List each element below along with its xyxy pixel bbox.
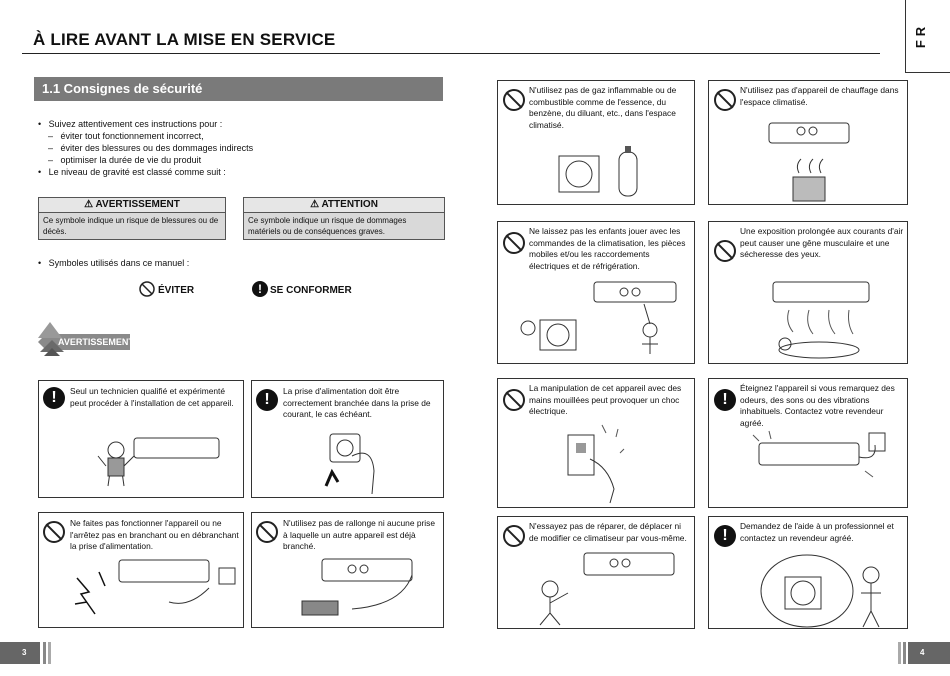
unplug-unit-illustration-icon xyxy=(749,430,899,501)
avoid-icon xyxy=(714,89,736,111)
intro-sub-3: – optimiser la durée de vie du produit xyxy=(48,155,202,165)
card-text: N'utilisez pas de gaz inflammable ou de … xyxy=(529,85,677,130)
safety-card-no-flammable-gas: N'utilisez pas de gaz inflammable ou de … xyxy=(497,80,695,205)
avoid-icon xyxy=(256,521,278,543)
intro-sub-2: – éviter des blessures ou des dommages i… xyxy=(48,143,254,153)
spark-plug-illustration-icon xyxy=(69,558,239,626)
sleeping-person-illustration-icon xyxy=(749,280,899,362)
title-rule xyxy=(22,53,880,54)
footer-stripe xyxy=(48,642,51,664)
wet-hand-switch-illustration-icon xyxy=(538,419,648,505)
warning-triangle-icon: ⚠ xyxy=(84,199,94,210)
comply-icon: ! xyxy=(256,389,278,411)
card-text: Ne laissez pas les enfants jouer avec le… xyxy=(529,226,686,271)
safety-card-unusual-noise: ! Éteignez l'appareil si vous remarquez … xyxy=(708,378,908,508)
caution-box-text: Ce symbole indique un risque de dommages… xyxy=(248,216,407,236)
safety-card-no-self-repair: N'essayez pas de réparer, de déplacer ni… xyxy=(497,516,695,629)
comply-symbol-label: SE CONFORMER xyxy=(270,285,352,296)
plug-outlet-illustration-icon xyxy=(312,426,392,496)
card-text: Éteignez l'appareil si vous remarquez de… xyxy=(740,383,895,428)
warning-box: ⚠ AVERTISSEMENT Ce symbole indique un ri… xyxy=(38,197,226,240)
avoid-icon xyxy=(503,525,525,547)
footer-stripe xyxy=(903,642,906,664)
safety-card-no-heater: N'utilisez pas d'appareil de chauffage d… xyxy=(708,80,908,205)
safety-card-no-extension: N'utilisez pas de rallonge ni aucune pri… xyxy=(251,512,444,628)
page-number-left: 3 xyxy=(0,642,40,664)
intro-bullet-1: • Suivez attentivement ces instructions … xyxy=(38,119,223,129)
card-text: La prise d'alimentation doit être correc… xyxy=(283,386,431,419)
extension-cord-illustration-icon xyxy=(292,555,422,625)
technician-illustration-icon xyxy=(94,426,224,496)
card-text: N'utilisez pas de rallonge ni aucune pri… xyxy=(283,518,435,551)
avoid-symbol-icon xyxy=(139,281,155,297)
card-text: Ne faites pas fonctionner l'appareil ou … xyxy=(70,518,239,551)
caution-box-title: ⚠ ATTENTION xyxy=(244,198,444,213)
safety-card-no-plug-switching: Ne faites pas fonctionner l'appareil ou … xyxy=(38,512,244,628)
comply-symbol-icon: ! xyxy=(252,281,268,297)
avoid-icon xyxy=(714,240,736,262)
avoid-icon xyxy=(503,389,525,411)
warning-box-text: Ce symbole indique un risque de blessure… xyxy=(43,216,219,236)
language-tab xyxy=(905,0,950,73)
safety-card-children: Ne laissez pas les enfants jouer avec le… xyxy=(497,221,695,364)
safety-card-ask-professional: ! Demandez de l'aide à un professionnel … xyxy=(708,516,908,629)
comply-icon: ! xyxy=(714,389,736,411)
intro-bullet-2: • Le niveau de gravité est classé comme … xyxy=(38,167,226,177)
card-text: N'essayez pas de réparer, de déplacer ni… xyxy=(529,521,687,543)
caution-triangle-icon: ⚠ xyxy=(310,199,320,210)
professional-technician-illustration-icon xyxy=(757,553,887,629)
intro-sub-1: – éviter tout fonctionnement incorrect, xyxy=(48,131,204,141)
safety-card-air-exposure: Une exposition prolongée aux courants d'… xyxy=(708,221,908,364)
page-number-right: 4 xyxy=(908,642,950,664)
card-text: La manipulation de cet appareil avec des… xyxy=(529,383,682,416)
avoid-symbol-label: ÉVITER xyxy=(158,285,195,296)
warning-badge: AVERTISSEMENT xyxy=(38,320,134,360)
warning-box-title: ⚠ AVERTISSEMENT xyxy=(39,198,225,213)
heater-illustration-icon xyxy=(759,119,859,203)
avoid-icon xyxy=(43,521,65,543)
safety-card-wet-hands: La manipulation de cet appareil avec des… xyxy=(497,378,695,508)
person-repairing-illustration-icon xyxy=(528,549,688,627)
card-text: Une exposition prolongée aux courants d'… xyxy=(740,226,904,259)
caution-box: ⚠ ATTENTION Ce symbole indique un risque… xyxy=(243,197,445,240)
safety-card-qualified-technician: ! Seul un technicien qualifié et expérim… xyxy=(38,380,244,498)
section-title: 1.1 Consignes de sécurité xyxy=(34,77,443,101)
footer-stripe xyxy=(43,642,46,664)
gas-cylinder-illustration-icon xyxy=(553,146,653,204)
card-text: N'utilisez pas d'appareil de chauffage d… xyxy=(740,85,899,107)
card-text: Seul un technicien qualifié et expérimen… xyxy=(70,386,234,408)
footer-stripe xyxy=(898,642,901,664)
comply-icon: ! xyxy=(43,387,65,409)
comply-icon: ! xyxy=(714,525,736,547)
children-playing-illustration-icon xyxy=(516,280,686,362)
language-tab-label: FR xyxy=(913,22,929,49)
warning-badge-label: AVERTISSEMENT xyxy=(58,337,134,347)
avoid-icon xyxy=(503,89,525,111)
symbols-intro: • Symboles utilisés dans ce manuel : xyxy=(38,258,190,268)
safety-card-plug-connection: ! La prise d'alimentation doit être corr… xyxy=(251,380,444,498)
card-text: Demandez de l'aide à un professionnel et… xyxy=(740,521,894,543)
avoid-icon xyxy=(503,232,525,254)
page-title: À LIRE AVANT LA MISE EN SERVICE xyxy=(33,30,336,49)
